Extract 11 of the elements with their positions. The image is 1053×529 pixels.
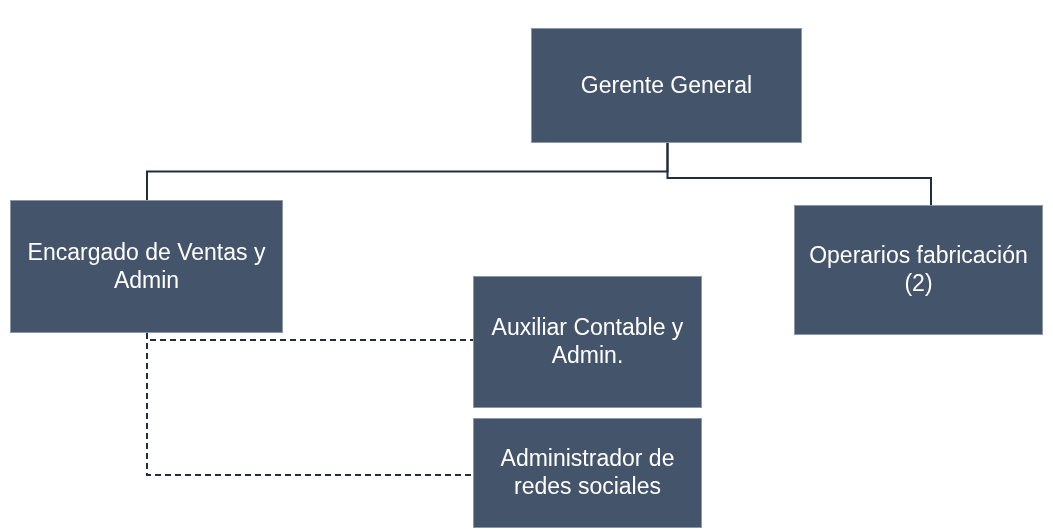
org-box [473, 276, 702, 408]
role-title: Encargado de Ventas y Admin [26, 238, 267, 295]
role-title: Operarios fabricación (2) [808, 242, 1029, 298]
role-title: Gerente General [580, 71, 753, 100]
org-box [10, 200, 283, 333]
role-title: Administrador de redes sociales [499, 445, 676, 501]
org-box [794, 205, 1043, 335]
org-box [473, 418, 702, 528]
org-box [531, 28, 802, 143]
role-title: Auxiliar Contable y Admin. [490, 314, 685, 370]
connector-line [666, 142, 932, 206]
